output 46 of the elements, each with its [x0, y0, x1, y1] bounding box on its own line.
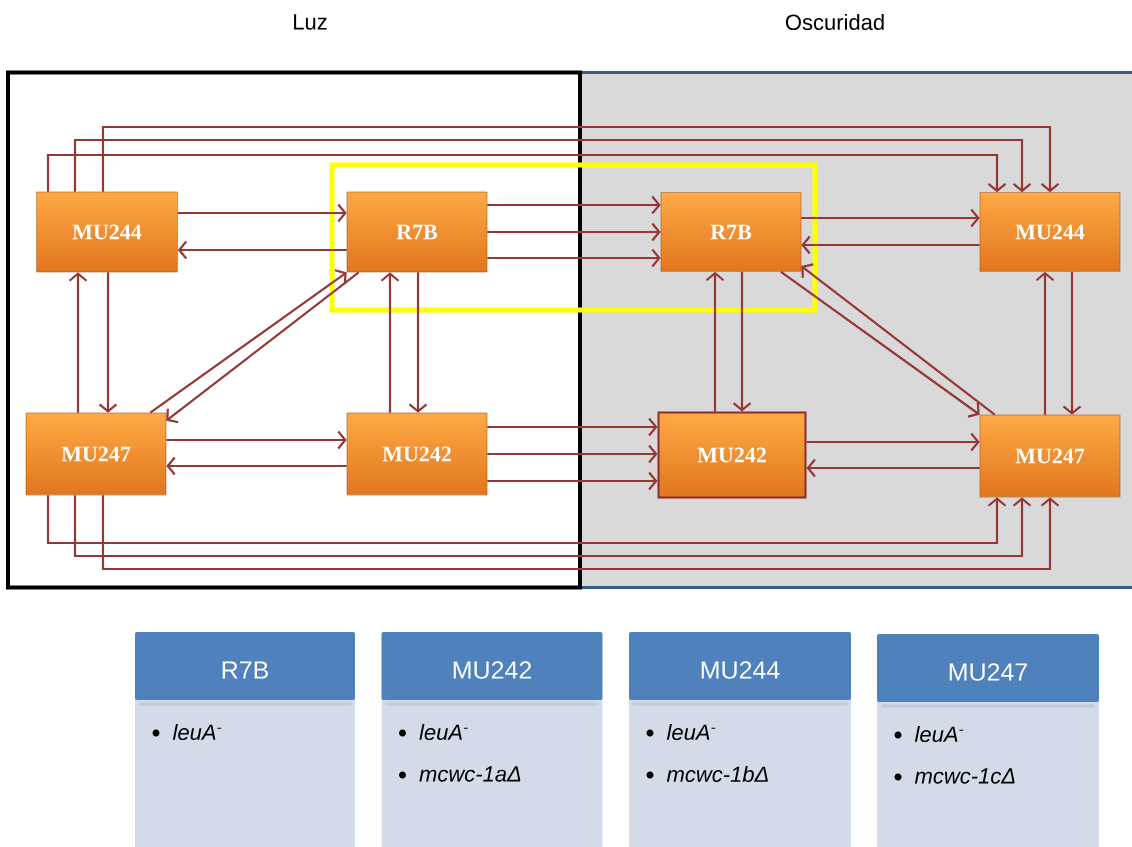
arrow: [177, 203, 347, 223]
arrow: [487, 417, 658, 437]
panel-heading: Luz: [294, 14, 327, 30]
arrow: [46, 153, 1007, 193]
strain-box: MU244: [979, 192, 1121, 272]
arrow: [101, 495, 1060, 571]
arrow: [1035, 271, 1055, 415]
arrow: [166, 430, 347, 450]
arrow: [487, 248, 661, 268]
strain-box: MU247: [25, 412, 167, 496]
arrow: [806, 432, 980, 452]
panel-heading: Oscuridad: [785, 13, 884, 31]
strain-box: MU242: [346, 412, 488, 496]
arrow: [46, 495, 1007, 545]
arrow: [149, 269, 347, 414]
card-title: MU247: [949, 663, 1028, 681]
arrow: [801, 208, 980, 228]
arrow: [487, 222, 661, 242]
arrow: [166, 456, 347, 476]
strain-box: MU247: [979, 414, 1121, 498]
arrow: [101, 125, 1060, 193]
arrow: [98, 272, 118, 413]
arrow: [1062, 271, 1082, 415]
arrow: [73, 495, 1032, 558]
card-title: MU242: [453, 661, 532, 679]
arrow: [487, 471, 658, 491]
arrow: [380, 272, 400, 413]
arrow: [801, 235, 980, 255]
arrow: [487, 444, 658, 464]
arrow: [177, 240, 347, 260]
arrow: [73, 138, 1032, 193]
arrow: [732, 271, 752, 412]
arrow: [68, 272, 88, 413]
arrow: [408, 272, 428, 413]
arrow: [487, 195, 661, 215]
strain-box: R7B: [346, 191, 488, 273]
arrow: [801, 263, 996, 416]
arrow: [780, 270, 980, 418]
arrow: [705, 271, 725, 412]
strain-box: MU244: [36, 191, 178, 273]
strain-box: MU242: [657, 411, 807, 499]
card-title: R7B: [222, 661, 268, 679]
strain-box: R7B: [660, 192, 802, 272]
arrow: [166, 271, 360, 424]
arrow: [806, 458, 980, 478]
card-title: MU244: [701, 661, 780, 679]
